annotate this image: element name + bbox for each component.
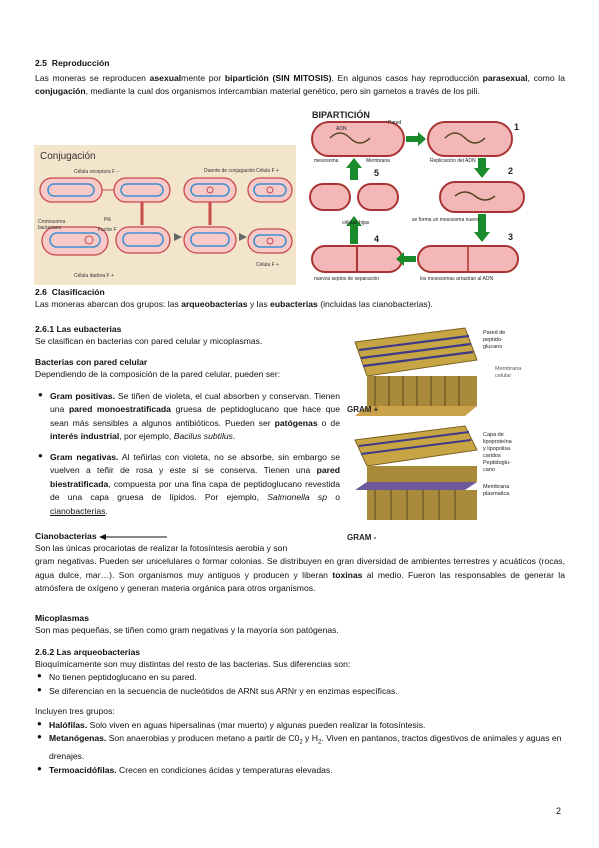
label-fplus-1: Célula F + [256,168,279,174]
label-capa-1: Capa de [483,432,504,438]
wall-intro: Dependiendo de la composición de la pare… [35,369,281,380]
svg-text:4: 4 [374,234,379,244]
svg-text:se forma un mesosoma nuevo: se forma un mesosoma nuevo [412,217,479,223]
subsection-heading: Cianobacterias [35,530,565,542]
bip-cell-1 [311,121,405,157]
bip-cell-3 [439,181,525,213]
arrow-left-icon [99,533,168,540]
svg-text:Replicación del ADN: Replicación del ADN [430,158,476,164]
arrow-right [406,132,426,146]
gram-wall-figure: Pared de peptido- glucano Membrana celul… [345,320,560,545]
cyano-line-1: Son las únicas procariotas de realizar l… [35,543,288,553]
bip-cell-6 [309,183,399,211]
conjugation-title: Conjugación [40,151,96,162]
conjugation-figure: Conjugación Célula receptora F − Duente … [34,145,296,285]
label-peptido-2: cano [483,467,495,473]
group-item-halofilas: ● Halófilas. Solo viven en aguas hipersa… [37,718,426,730]
eubacteria-intro: Se clasifican en bacterias con pared cel… [35,336,263,346]
label-receptor: Célula receptora F − [74,169,120,175]
gram-wall-diagram: Pared de peptido- glucano Membrana celul… [347,327,522,542]
gram-negative-item: ● Gram negativas. Al teñirlas con violet… [38,451,340,516]
label-membrane-1: Membrana [495,366,522,372]
group-item-metanogenas: ● Metanógenas. Son anaerobias y producen… [37,732,562,762]
cyano-paragraph: gram negativas. Pueden ser unicelulares … [35,556,565,594]
section-cianobacterias: Cianobacterias Son las únicas procariota… [35,530,565,596]
label-chromo: Cromosoma [38,219,65,225]
label-capa-2: lipoproteína [483,439,513,445]
svg-text:ADN: ADN [336,126,347,132]
mycoplasma-paragraph: Son mas pequeñas, se tiñen como gram neg… [35,625,339,635]
conjugation-diagram: Conjugación Célula receptora F − Duente … [38,151,293,279]
section-2-6-2: 2.6.2 Las arqueobacterias Bioquímicament… [35,646,565,777]
section-heading: 2.6.1 Las eubacterias [35,324,122,334]
gram-positive-item: ● Gram positivas. Se tiñen de violeta, e… [38,390,340,442]
label-capa-4: caridos [483,453,501,459]
label-donor: Célula dadora F + [74,273,114,279]
svg-text:los mesosomas arrastran al ADN: los mesosomas arrastran al ADN [420,276,493,282]
reproduction-paragraph: Las moneras se reproducen asexualmente p… [35,73,565,97]
arrow-left [396,252,416,266]
cell-conjugating-bottom-2 [183,226,237,254]
cell-fplus-top [247,177,293,203]
cell-conjugating-top [113,177,171,203]
label-chromo-2: bacteriano [38,225,62,231]
label-gram-minus: GRAM - [347,533,377,542]
label-peptidoglycan-1: Pared de [483,330,505,336]
label-gram-plus: GRAM + [347,405,379,414]
arrow-down-1 [474,158,490,178]
section-heading: 2.6 Clasificación [35,287,105,297]
svg-text:Pared: Pared [388,120,402,126]
svg-text:Membrana: Membrana [366,158,390,164]
bip-cell-4 [417,245,519,273]
arrow-down-2 [474,214,490,242]
cell-fplus-bottom [247,228,293,254]
svg-text:nuevos septos de separación: nuevos septos de separación [314,276,379,282]
label-membrane2-2: plasmatica [483,491,510,497]
bipartition-title: BIPARTICIÓN [312,109,370,120]
page-number: 2 [556,806,562,816]
group-item-termoacidofilas: ● Termoacidófilas. Crecen en condiciones… [37,763,333,775]
archaea-intro: Bioquímicamente son muy distintas del re… [35,659,351,669]
svg-text:3: 3 [508,232,513,242]
label-membrane2-1: Membrana [483,484,510,490]
bipartition-diagram: BIPARTICIÓN [309,109,525,282]
label-capa-3: y lipopolisa [483,446,511,452]
arrow-up-1 [346,216,362,244]
cell-conjugating-bottom [115,226,171,254]
section-micoplasmas: Micoplasmas Son mas pequeñas, se tiñen c… [35,612,565,637]
subsection-heading: Bacterias con pared celular [35,357,148,368]
groups-intro: Incluyen tres grupos: [35,706,115,717]
difference-item: ●No tienen peptidoglucano en su pared. [37,671,197,683]
arrow-up-2 [346,158,362,180]
bip-cell-2 [427,121,513,157]
label-peptidoglycan-2: peptido- [483,337,503,343]
label-fplus-2: Célula F + [256,262,279,268]
cell-donor-bottom [41,226,109,256]
label-pili: Pili [104,217,111,223]
bipartition-figure: BIPARTICIÓN [300,108,532,284]
bip-cell-5 [311,245,403,273]
section-2-5: 2.5 Reproducción Las moneras se reproduc… [35,57,565,99]
svg-text:mesosoma: mesosoma [314,158,339,164]
label-membrane-2: celular [495,373,511,379]
label-peptido-1: Peptidoglu- [483,460,511,466]
difference-item: ●Se diferencian en la secuencia de nucle… [37,684,398,696]
classification-paragraph: Las moneras abarcan dos grupos: las arqu… [35,299,433,309]
cell-receptor-top [39,177,103,203]
svg-text:1: 1 [514,122,519,132]
svg-text:células hijas: células hijas [342,220,370,226]
label-peptidoglycan-3: glucano [483,344,502,350]
svg-text:5: 5 [374,168,379,178]
label-duct: Duente de conjugación [204,168,255,174]
subsection-heading: Micoplasmas [35,613,89,623]
cell-conjugating-top-2 [183,177,237,203]
section-heading: 2.5 Reproducción [35,58,110,68]
label-factor: Factor F [98,227,117,233]
section-2-6: 2.6 Clasificación Las moneras abarcan do… [35,286,565,311]
svg-text:2: 2 [508,166,513,176]
section-2-6-1: 2.6.1 Las eubacterias Se clasifican en b… [35,323,335,382]
section-heading: 2.6.2 Las arqueobacterias [35,647,141,657]
